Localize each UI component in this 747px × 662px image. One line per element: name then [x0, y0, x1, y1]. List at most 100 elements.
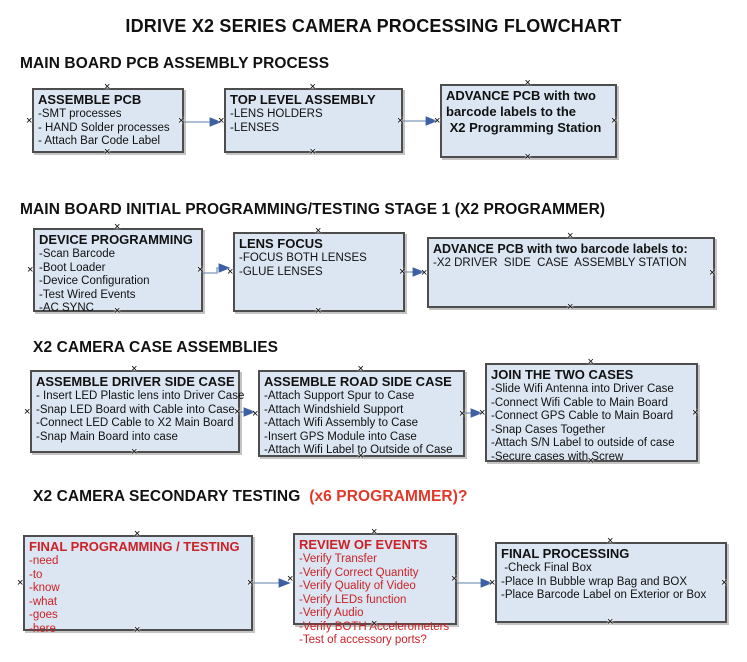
- section-heading: MAIN BOARD PCB ASSEMBLY PROCESS: [20, 55, 329, 73]
- box-item: -Place Barcode Label on Exterior or Box: [501, 589, 707, 601]
- box-final-programming-testing: FINAL PROGRAMMING / TESTING-need-to-know…: [17, 529, 254, 636]
- box-item: -Check Final Box: [501, 562, 592, 574]
- connector-arrow: [203, 263, 231, 274]
- box-item: -Place In Bubble wrap Bag and BOX: [501, 575, 688, 588]
- anchor-x-icon: ×: [421, 266, 428, 279]
- box-item: -Verify Quality of Video: [299, 580, 416, 592]
- box-device-programming: DEVICE PROGRAMMING-Scan Barcode-Boot Loa…: [27, 222, 204, 317]
- box-title: REVIEW OF EVENTS: [299, 537, 428, 552]
- box-title: barcode labels to the: [446, 104, 577, 119]
- box-item: -Verify LEDs function: [299, 593, 407, 606]
- box-item: -Verify Transfer: [299, 553, 377, 565]
- box-item: -know: [29, 582, 60, 594]
- anchor-x-icon: ×: [178, 114, 185, 127]
- section-heading: MAIN BOARD INITIAL PROGRAMMING/TESTING S…: [20, 201, 605, 219]
- box-title: ASSEMBLE ROAD SIDE CASE: [264, 374, 452, 389]
- box-title: X2 Programming Station: [446, 120, 602, 135]
- box-item: -Attach Windshield Support: [264, 403, 404, 416]
- box-title: ASSEMBLE PCB: [38, 92, 142, 107]
- anchor-x-icon: ×: [371, 526, 378, 538]
- anchor-x-icon: ×: [692, 406, 699, 419]
- box-item: -Attach Wifi Assembly to Case: [264, 417, 419, 429]
- anchor-x-icon: ×: [17, 577, 24, 589]
- box-title: LENS FOCUS: [239, 236, 323, 251]
- box-advance-pcb-to-driver-side-station: ADVANCE PCB with two barcode labels to:-…: [421, 231, 716, 313]
- section-heading-text: MAIN BOARD PCB ASSEMBLY PROCESS: [20, 55, 330, 72]
- anchor-x-icon: ×: [709, 266, 716, 279]
- box-item: -Snap LED Board with Cable into Case: [36, 403, 235, 416]
- anchor-x-icon: ×: [451, 573, 458, 585]
- anchor-x-icon: ×: [104, 146, 111, 158]
- box-item: - HAND Solder processes: [38, 121, 170, 134]
- box-final-processing: FINAL PROCESSING -Check Final Box-Place …: [489, 536, 728, 628]
- box-item: -what: [29, 595, 58, 608]
- anchor-x-icon: ×: [567, 301, 574, 313]
- anchor-x-icon: ×: [587, 356, 594, 368]
- box-item: -Connect LED Cable to X2 Main Board: [36, 417, 234, 429]
- box-item: -GLUE LENSES: [239, 265, 323, 278]
- anchor-x-icon: ×: [27, 264, 34, 276]
- anchor-x-icon: ×: [397, 114, 404, 127]
- box-item: -LENSES: [230, 121, 280, 134]
- anchor-x-icon: ×: [197, 264, 204, 276]
- box-item: - Attach Bar Code Label: [38, 135, 161, 147]
- box-item: -Verify Audio: [299, 607, 364, 619]
- anchor-x-icon: ×: [607, 616, 614, 628]
- box-item: -Secure cases with Screw: [491, 450, 624, 463]
- anchor-x-icon: ×: [114, 221, 121, 233]
- anchor-x-icon: ×: [287, 573, 294, 585]
- anchor-x-icon: ×: [315, 305, 322, 317]
- anchor-x-icon: ×: [134, 528, 141, 540]
- box-assemble-driver-side-case: ASSEMBLE DRIVER SIDE CASE- Insert LED Pl…: [24, 364, 245, 458]
- anchor-x-icon: ×: [567, 230, 574, 242]
- section-heading-text: X2 CAMERA SECONDARY TESTING: [33, 488, 310, 505]
- section-heading-red-text: (x6 PROGRAMMER)?: [309, 488, 468, 505]
- box-join-the-two-cases: JOIN THE TWO CASES-Slide Wifi Antenna in…: [479, 357, 699, 467]
- box-item: - Insert LED Plastic lens into Driver Ca…: [36, 390, 245, 402]
- anchor-x-icon: ×: [26, 114, 33, 127]
- anchor-x-icon: ×: [218, 114, 225, 127]
- anchor-x-icon: ×: [611, 115, 618, 127]
- anchor-x-icon: ×: [357, 363, 364, 375]
- box-title: TOP LEVEL ASSEMBLY: [230, 92, 376, 107]
- box-item: -Verify Correct Quantity: [299, 566, 419, 579]
- anchor-x-icon: ×: [434, 115, 441, 127]
- anchor-x-icon: ×: [399, 266, 406, 278]
- box-item: -SMT processes: [38, 108, 122, 120]
- anchor-x-icon: ×: [247, 577, 254, 589]
- section-heading: X2 CAMERA SECONDARY TESTING (x6 PROGRAMM…: [33, 488, 468, 506]
- anchor-x-icon: ×: [524, 77, 531, 89]
- box-item: -Connect GPS Cable to Main Board: [491, 410, 674, 422]
- anchor-x-icon: ×: [721, 576, 728, 589]
- box-review-of-events: REVIEW OF EVENTS-Verify Transfer-Verify …: [287, 527, 458, 647]
- box-item: -goes: [29, 609, 58, 621]
- page-title: IDRIVE X2 SERIES CAMERA PROCESSING FLOWC…: [125, 16, 622, 36]
- box-item: -Scan Barcode: [39, 248, 116, 260]
- box-item: -Attach S/N Label to outside of case: [491, 437, 675, 449]
- box-item: -AC SYNC: [39, 302, 94, 314]
- anchor-x-icon: ×: [227, 266, 234, 278]
- anchor-x-icon: ×: [309, 81, 316, 93]
- box-item: -LENS HOLDERS: [230, 108, 323, 120]
- section-heading-text: X2 CAMERA CASE ASSEMBLIES: [33, 339, 279, 356]
- box-item: -X2 DRIVER SIDE CASE ASSEMBLY STATION: [433, 257, 687, 269]
- anchor-x-icon: ×: [309, 146, 316, 158]
- box-title: ADVANCE PCB with two: [446, 88, 596, 103]
- box-item: -Connect Wifi Cable to Main Board: [491, 396, 669, 409]
- anchor-x-icon: ×: [234, 405, 241, 418]
- section-heading-text: MAIN BOARD INITIAL PROGRAMMING/TESTING S…: [20, 201, 606, 218]
- box-title: ASSEMBLE DRIVER SIDE CASE: [36, 374, 235, 389]
- box-item: -Snap Cases Together: [491, 423, 606, 436]
- box-item: -Verify BOTH Accelerometers: [299, 620, 450, 633]
- box-item: -Attach Support Spur to Case: [264, 390, 415, 402]
- anchor-x-icon: ×: [459, 407, 466, 420]
- anchor-x-icon: ×: [315, 225, 322, 237]
- box-title: FINAL PROGRAMMING / TESTING: [29, 539, 240, 554]
- box-top-level-assembly: TOP LEVEL ASSEMBLY-LENS HOLDERS-LENSES × ×…: [218, 82, 404, 158]
- box-item: -FOCUS BOTH LENSES: [239, 252, 367, 264]
- box-item: -Attach Wifi Label to Outside of Case: [264, 444, 453, 456]
- box-title: FINAL PROCESSING: [501, 546, 630, 561]
- anchor-x-icon: ×: [24, 405, 31, 418]
